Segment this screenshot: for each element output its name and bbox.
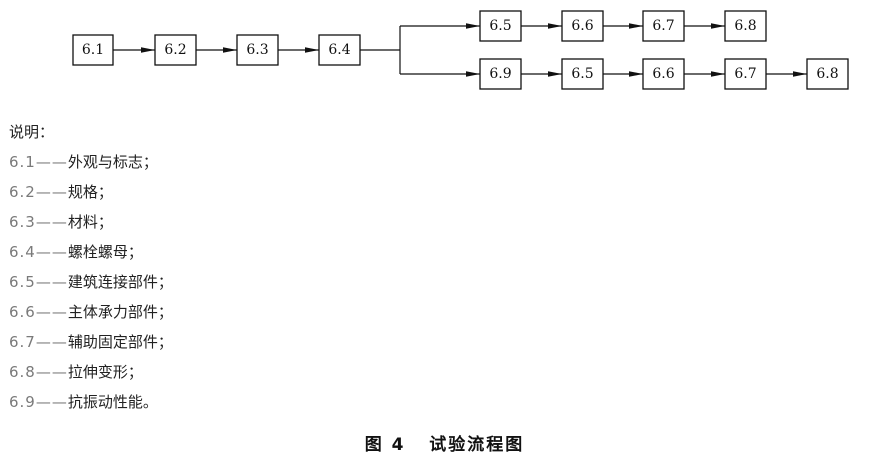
flow-node-n2: 6.2 xyxy=(154,34,197,66)
legend-text: 辅助固定部件； xyxy=(67,333,173,351)
legend-code: 6.8 xyxy=(9,363,36,381)
legend-item: 6.8——拉伸变形； xyxy=(9,357,173,387)
legend-text: 抗振动性能。 xyxy=(67,393,158,411)
legend-dash: —— xyxy=(35,153,68,171)
legend-code: 6.7 xyxy=(9,333,36,351)
legend-code: 6.3 xyxy=(9,213,36,231)
legend-dash: —— xyxy=(35,273,68,291)
flow-node-label: 6.8 xyxy=(734,18,756,34)
figure-caption: 图 4 试验流程图 xyxy=(364,435,525,455)
flow-node-b2: 6.5 xyxy=(561,58,604,90)
legend-item: 6.2——规格； xyxy=(9,177,173,207)
legend-item: 6.5——建筑连接部件； xyxy=(9,267,173,297)
flow-node-n1: 6.1 xyxy=(72,34,114,66)
legend-code: 6.1 xyxy=(9,153,36,171)
flow-node-label: 6.7 xyxy=(734,66,756,82)
flow-node-t3: 6.7 xyxy=(642,10,685,42)
flow-node-b3: 6.6 xyxy=(642,58,685,90)
flow-node-label: 6.5 xyxy=(489,18,511,34)
flow-node-t4: 6.8 xyxy=(724,10,767,42)
legend-text: 规格； xyxy=(67,183,113,201)
legend-text: 材料； xyxy=(67,213,113,231)
legend-dash: —— xyxy=(35,303,68,321)
flow-node-t1: 6.5 xyxy=(479,10,522,42)
flow-node-label: 6.6 xyxy=(652,66,674,82)
flow-node-label: 6.1 xyxy=(82,42,104,58)
legend-dash: —— xyxy=(35,363,68,381)
legend-code: 6.2 xyxy=(9,183,36,201)
legend-dash: —— xyxy=(35,393,68,411)
legend-dash: —— xyxy=(35,243,68,261)
flow-node-label: 6.3 xyxy=(246,42,268,58)
flow-node-t2: 6.6 xyxy=(561,10,604,42)
legend-item: 6.6——主体承力部件； xyxy=(9,297,173,327)
legend-text: 拉伸变形； xyxy=(67,363,143,381)
legend-item: 6.1——外观与标志； xyxy=(9,147,173,177)
legend-text: 外观与标志； xyxy=(67,153,158,171)
legend-title: 说明： xyxy=(9,123,55,141)
legend-dash: —— xyxy=(35,183,68,201)
flow-node-b4: 6.7 xyxy=(724,58,767,90)
flow-node-label: 6.7 xyxy=(652,18,674,34)
legend-item: 6.7——辅助固定部件； xyxy=(9,327,173,357)
flow-node-n3: 6.3 xyxy=(236,34,279,66)
legend-code: 6.6 xyxy=(9,303,36,321)
legend-code: 6.9 xyxy=(9,393,36,411)
flow-node-label: 6.8 xyxy=(816,66,838,82)
flow-node-label: 6.4 xyxy=(328,42,350,58)
legend-code: 6.5 xyxy=(9,273,36,291)
legend-text: 建筑连接部件； xyxy=(67,273,173,291)
test-flowchart: 6.1 6.2 6.3 6.4 6.5 6.6 6.7 6.8 6.9 6.5 … xyxy=(72,10,849,90)
flow-node-n4: 6.4 xyxy=(318,34,361,66)
legend-item: 6.9——抗振动性能。 xyxy=(9,387,173,417)
flow-node-b1: 6.9 xyxy=(479,58,522,90)
flow-node-label: 6.2 xyxy=(164,42,186,58)
flow-node-label: 6.5 xyxy=(571,66,593,82)
legend-item: 6.4——螺栓螺母； xyxy=(9,237,173,267)
legend-notes: 说明： 6.1——外观与标志； 6.2——规格； 6.3——材料； 6.4——螺… xyxy=(9,117,173,417)
flow-node-label: 6.9 xyxy=(489,66,511,82)
legend-dash: —— xyxy=(35,333,68,351)
flow-node-label: 6.6 xyxy=(571,18,593,34)
legend-item: 6.3——材料； xyxy=(9,207,173,237)
legend-dash: —— xyxy=(35,213,68,231)
legend-text: 主体承力部件； xyxy=(67,303,173,321)
legend-text: 螺栓螺母； xyxy=(67,243,143,261)
flow-node-b5: 6.8 xyxy=(806,58,849,90)
legend-code: 6.4 xyxy=(9,243,36,261)
